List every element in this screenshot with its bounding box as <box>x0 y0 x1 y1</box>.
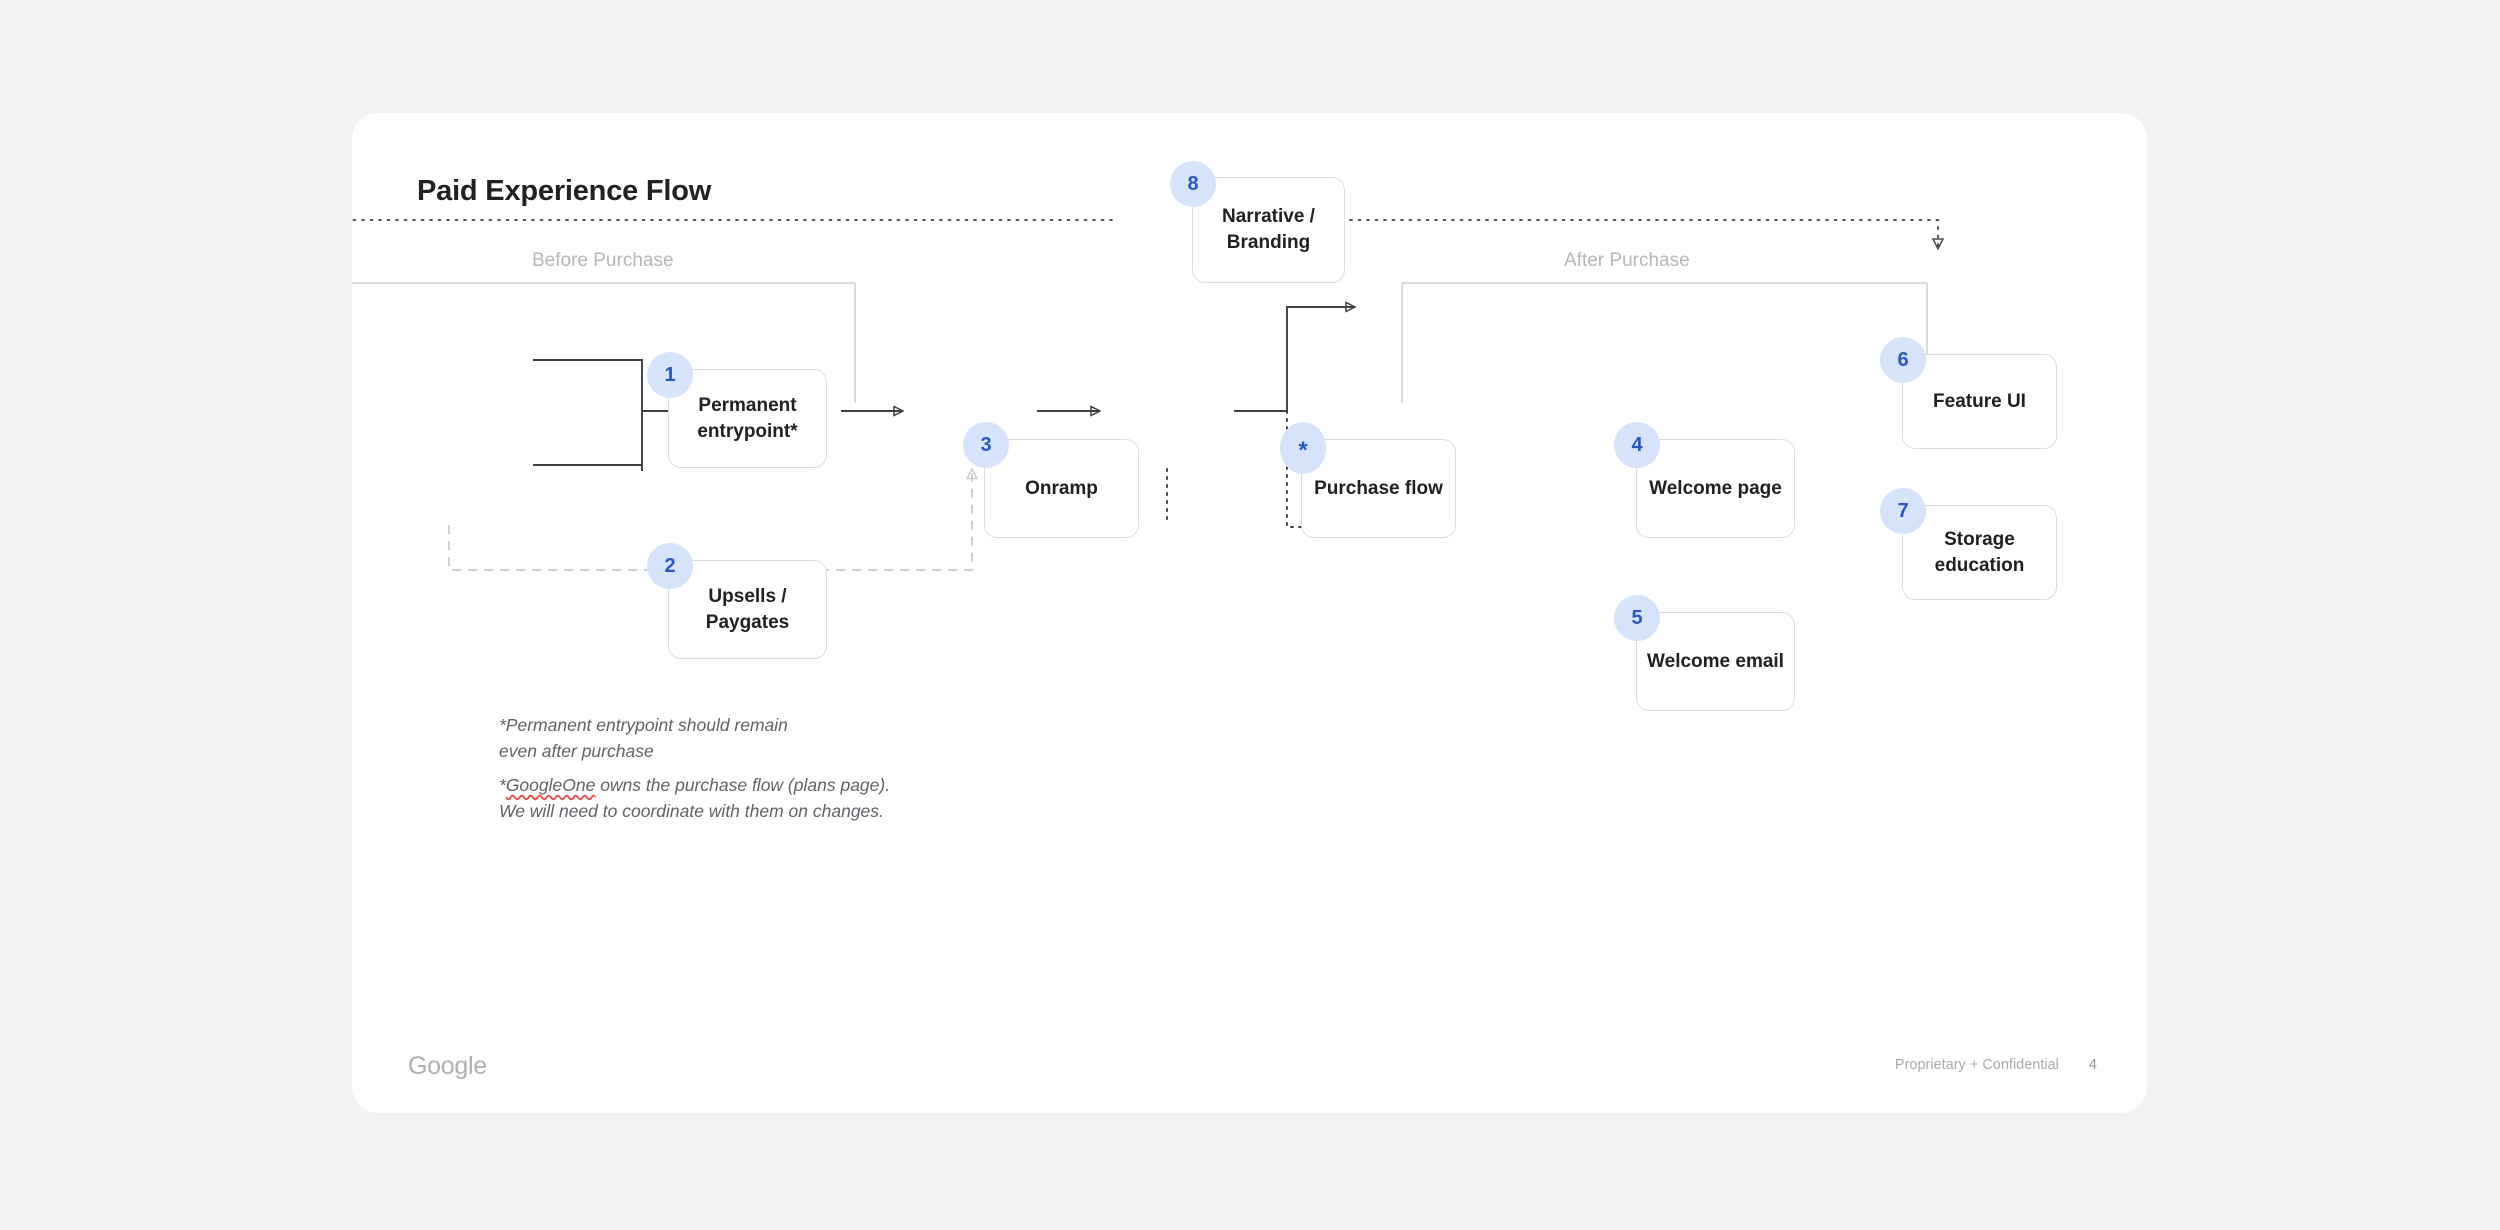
node-narrative-branding[interactable]: Narrative / Branding <box>1192 177 1345 283</box>
confidential-notice: Proprietary + Confidential <box>1894 1057 2059 1073</box>
page-number: 4 <box>2088 1057 2097 1073</box>
badge-8[interactable]: 8 <box>1170 161 1216 207</box>
phase-label-before-purchase: Before Purchase <box>532 250 674 271</box>
badge-5[interactable]: 5 <box>1614 595 1660 641</box>
phase-label-after-purchase: After Purchase <box>1564 250 1690 271</box>
bracket-after-purchase <box>1401 282 1928 403</box>
connector-narrative-right <box>1264 219 1945 251</box>
footnote-googleone: *GoogleOne owns the purchase flow (plans… <box>499 773 969 824</box>
footnote-permanent-entrypoint: *Permanent entrypoint should remain even… <box>499 715 788 761</box>
node-narrative-branding-label: Narrative / Branding <box>1222 206 1315 253</box>
slide-card: Paid Experience Flow <box>352 113 2147 1113</box>
node-storage-education-label: Storage education <box>1934 528 2025 576</box>
badge-purchase-flow-asterisk[interactable]: * <box>1280 422 1326 474</box>
node-purchase-flow-label: Purchase flow <box>1314 477 1443 499</box>
node-welcome-email[interactable]: Welcome email <box>1636 612 1795 711</box>
badge-3[interactable]: 3 <box>963 422 1009 468</box>
connector-narrative-left <box>352 219 1113 221</box>
node-welcome-page-label: Welcome page <box>1649 477 1782 499</box>
node-onramp-label: Onramp <box>1025 477 1098 499</box>
google-logo: Google <box>408 1052 487 1080</box>
badge-2[interactable]: 2 <box>647 543 693 589</box>
node-purchase-flow[interactable]: Purchase flow <box>1301 439 1456 538</box>
node-onramp[interactable]: Onramp <box>984 439 1139 538</box>
node-feature-ui-label: Feature UI <box>1933 390 2026 412</box>
node-welcome-email-label: Welcome email <box>1647 650 1784 672</box>
node-upsells-paygates[interactable]: Upsells / Paygates <box>668 560 827 659</box>
badge-6[interactable]: 6 <box>1880 337 1926 383</box>
node-feature-ui[interactable]: Feature UI <box>1902 354 2057 449</box>
footnote-googleone-lead: * <box>499 775 506 795</box>
page-title: Paid Experience Flow <box>417 175 712 207</box>
footer-right: Proprietary + Confidential 4 <box>1895 1057 2097 1073</box>
connector-welcome-to-feature-ui <box>1234 307 1355 412</box>
footnote-googleone-term: GoogleOne <box>505 775 596 795</box>
badge-1[interactable]: 1 <box>647 352 693 398</box>
badge-4[interactable]: 4 <box>1614 422 1660 468</box>
node-permanent-entrypoint-label: Permanent entrypoint* <box>697 394 798 442</box>
connector-upsells-feedback-to-purchase <box>448 469 972 571</box>
node-permanent-entrypoint[interactable]: Permanent entrypoint* <box>668 369 827 468</box>
node-storage-education[interactable]: Storage education <box>1902 505 2057 600</box>
node-welcome-page[interactable]: Welcome page <box>1636 439 1795 538</box>
node-upsells-paygates-label: Upsells / Paygates <box>705 585 790 633</box>
badge-7[interactable]: 7 <box>1880 488 1926 534</box>
footnote-googleone-rest: owns the purchase flow (plans page). We … <box>499 775 891 821</box>
